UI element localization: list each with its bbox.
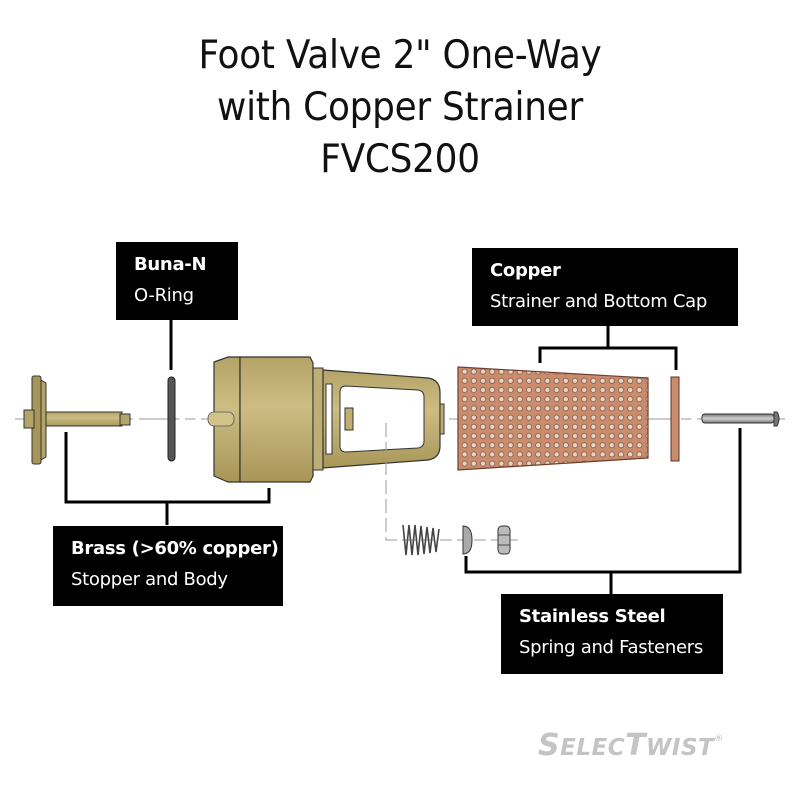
registered-mark: ® bbox=[714, 734, 724, 744]
label-brass-material: Brass (>60% copper) bbox=[71, 538, 279, 559]
label-copper-parts: Strainer and Bottom Cap bbox=[490, 291, 707, 312]
label-copper-material: Copper bbox=[490, 260, 561, 281]
label-steel-parts: Spring and Fasteners bbox=[519, 637, 703, 658]
nut-part bbox=[497, 525, 511, 555]
label-buna-material: Buna-N bbox=[134, 254, 207, 275]
label-brass: Brass (>60% copper) Stopper and Body bbox=[53, 526, 283, 606]
copper-leader bbox=[538, 346, 678, 370]
o-ring-part bbox=[167, 376, 176, 462]
washer-part bbox=[462, 525, 473, 555]
title-line-2: with Copper Strainer bbox=[217, 85, 583, 130]
stopper-part bbox=[23, 375, 131, 465]
label-buna-n: Buna-N O-Ring bbox=[116, 242, 238, 320]
title-line-1: Foot Valve 2" One-Way bbox=[198, 33, 602, 78]
bolt-part bbox=[701, 411, 780, 427]
page-title: Foot Valve 2" One-Way with Copper Strain… bbox=[32, 30, 768, 186]
label-copper: Copper Strainer and Bottom Cap bbox=[472, 248, 738, 326]
selectwist-logo: SELECTWIST® bbox=[538, 728, 724, 763]
label-buna-parts: O-Ring bbox=[134, 285, 194, 306]
copper-strainer-part bbox=[457, 366, 649, 471]
label-brass-parts: Stopper and Body bbox=[71, 569, 228, 590]
label-steel-material: Stainless Steel bbox=[519, 606, 666, 627]
valve-body-part bbox=[207, 356, 445, 483]
steel-leader bbox=[464, 428, 742, 574]
bottom-cap-part bbox=[670, 376, 680, 462]
label-stainless-steel: Stainless Steel Spring and Fasteners bbox=[501, 594, 723, 674]
title-line-3: FVCS200 bbox=[320, 137, 480, 182]
spring-part bbox=[402, 524, 440, 556]
